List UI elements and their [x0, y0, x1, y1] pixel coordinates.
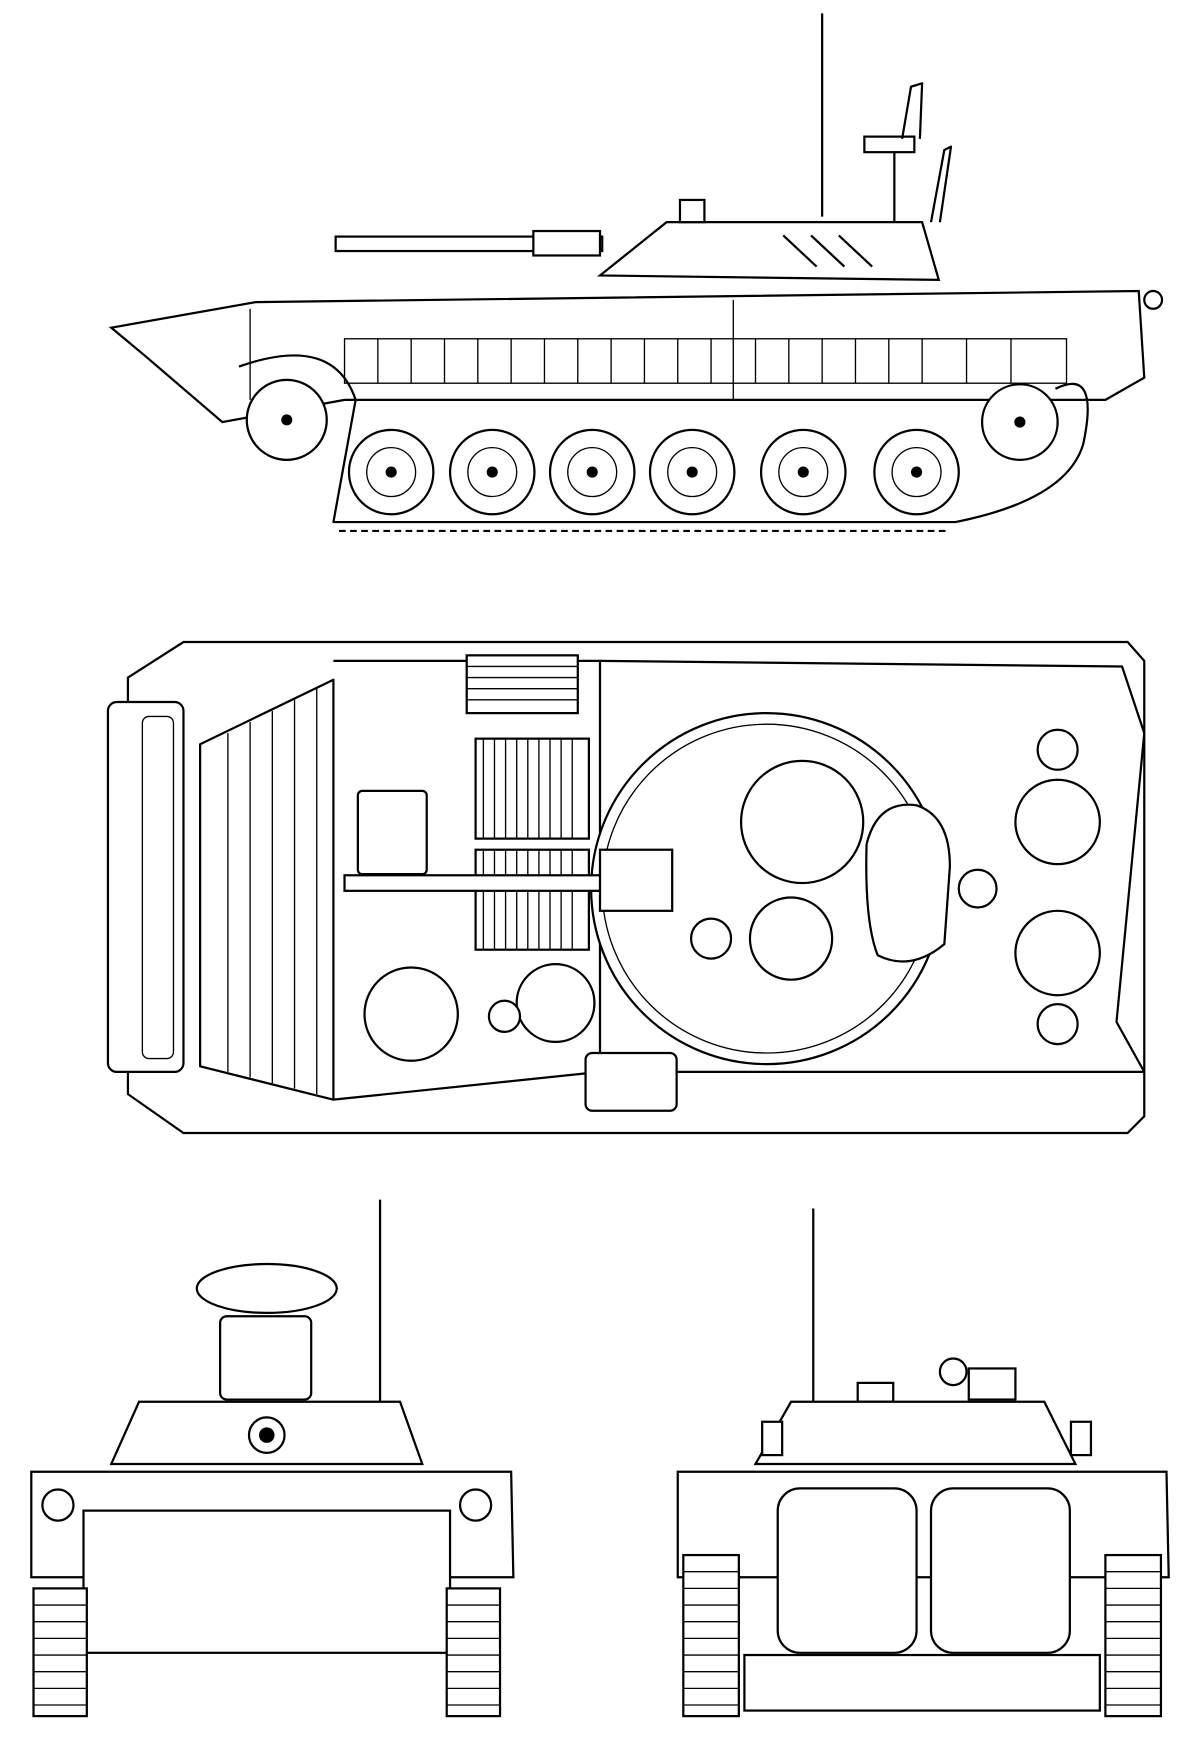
light [1143, 289, 1164, 310]
turret-front [219, 1315, 313, 1401]
front-view [30, 1199, 515, 1718]
gun-mantlet [532, 229, 602, 257]
commander-cupola [748, 896, 834, 981]
track-left [682, 1553, 740, 1718]
turret [596, 221, 941, 282]
tail-light [761, 1420, 784, 1457]
sight-mirror [195, 1262, 338, 1315]
periscope [689, 917, 733, 960]
track-left [32, 1587, 88, 1718]
tail-light [1069, 1420, 1093, 1457]
engine-grille [465, 654, 579, 715]
access-panel [584, 1051, 678, 1112]
troop-hatch [1014, 778, 1101, 866]
rear-view [676, 1208, 1170, 1718]
rear-door-left [776, 1487, 918, 1654]
rear-deck [599, 659, 1146, 1073]
top-view [106, 640, 1146, 1135]
track-right [1104, 1553, 1163, 1718]
rear-door-right [929, 1487, 1071, 1654]
grille-slats [466, 665, 578, 950]
ventilator [957, 868, 998, 909]
commander-hatch [363, 966, 459, 1062]
gunner-hatch [739, 759, 865, 885]
track-links [683, 1571, 1161, 1706]
trim-vane [106, 700, 185, 1073]
sight [938, 1357, 968, 1387]
sight-box [967, 1367, 1017, 1401]
driver-hatch [356, 789, 428, 876]
hatch [856, 1381, 895, 1403]
sight-mast [863, 82, 953, 223]
turret-body [753, 1400, 1078, 1466]
hull-bottom [743, 1653, 1101, 1712]
trim-vane-front [82, 1509, 452, 1654]
side-view [108, 13, 1164, 533]
headlight [458, 1488, 493, 1522]
gun-mantlet-top [598, 848, 674, 912]
periscope [487, 999, 522, 1034]
troop-hatch [1014, 909, 1101, 997]
roof-hatch [1036, 728, 1079, 771]
wheel-hubs [281, 414, 1026, 478]
side-skirt [343, 338, 1068, 384]
track [238, 354, 1089, 524]
gun-barrel-top [343, 874, 624, 892]
hatch [678, 198, 706, 224]
smoke-launchers [782, 234, 873, 268]
track-links [33, 1604, 501, 1706]
skirt-panels [377, 338, 1012, 384]
front-plate-ribs [227, 688, 318, 1095]
wheel-rims [366, 446, 942, 498]
headlight [41, 1488, 75, 1522]
hull [108, 289, 1146, 424]
hull-rear [676, 1470, 1170, 1579]
hatch [515, 963, 596, 1044]
track-right [445, 1587, 502, 1718]
sight-housing [865, 803, 952, 963]
roof-hatch [1036, 1003, 1079, 1046]
